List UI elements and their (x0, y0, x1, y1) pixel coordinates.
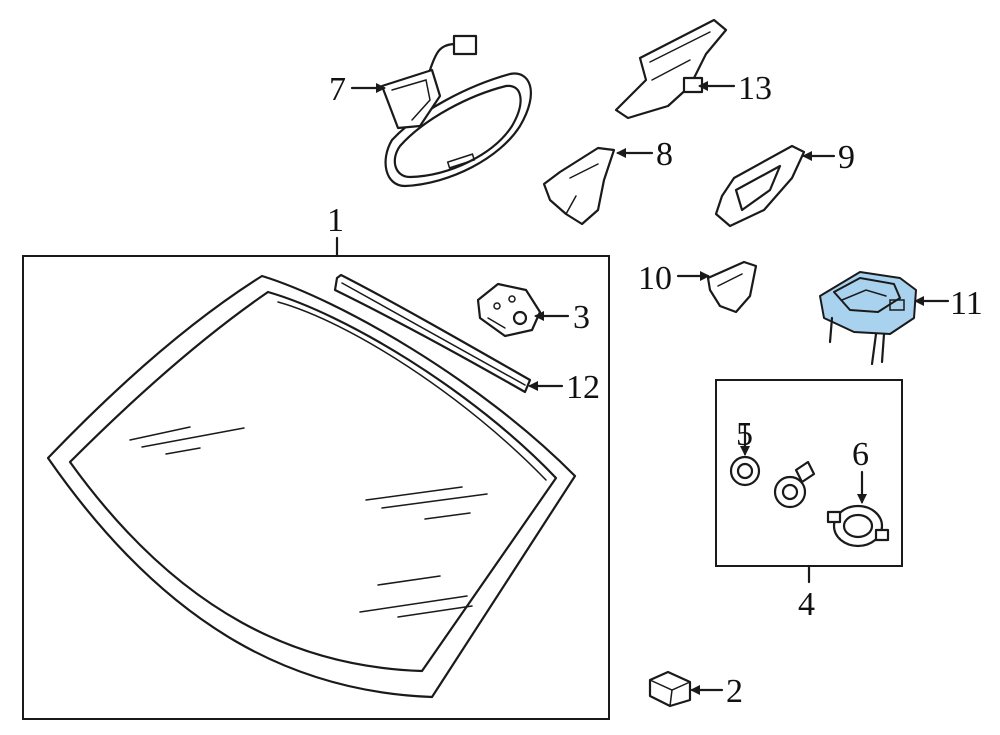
upper-cover (614, 18, 728, 120)
windshield-group (22, 236, 610, 720)
windshield-glass (46, 274, 577, 699)
camera-module (819, 271, 917, 366)
moulding-strip (333, 273, 532, 394)
callout-9: 9 (838, 139, 855, 176)
mirror-bracket (476, 282, 542, 338)
callout-5: 5 (736, 416, 753, 453)
callout-2: 2 (726, 673, 743, 710)
callout-labels: 1 2 3 4 5 6 7 8 9 10 11 12 13 (327, 70, 983, 710)
callout-8: 8 (656, 136, 673, 173)
callout-6: 6 (852, 436, 869, 473)
sensor-ring (729, 455, 761, 487)
callout-11: 11 (950, 285, 983, 322)
callout-arrows (350, 81, 950, 695)
sensor-connector (773, 460, 816, 509)
sensor-cover-small (706, 260, 758, 314)
sensor-group (715, 379, 903, 584)
callout-10: 10 (638, 260, 672, 297)
callout-13: 13 (738, 70, 772, 107)
clip (648, 670, 692, 708)
lower-cover-right (714, 144, 806, 228)
rain-sensor (826, 504, 890, 548)
callout-1: 1 (327, 202, 344, 239)
callout-12: 12 (566, 369, 600, 406)
rear-view-mirror (380, 34, 532, 188)
callout-7: 7 (329, 71, 346, 108)
callout-3: 3 (573, 299, 590, 336)
lower-cover-left (542, 146, 616, 226)
windshield-group-box (22, 255, 610, 720)
callout-4: 4 (798, 586, 815, 623)
